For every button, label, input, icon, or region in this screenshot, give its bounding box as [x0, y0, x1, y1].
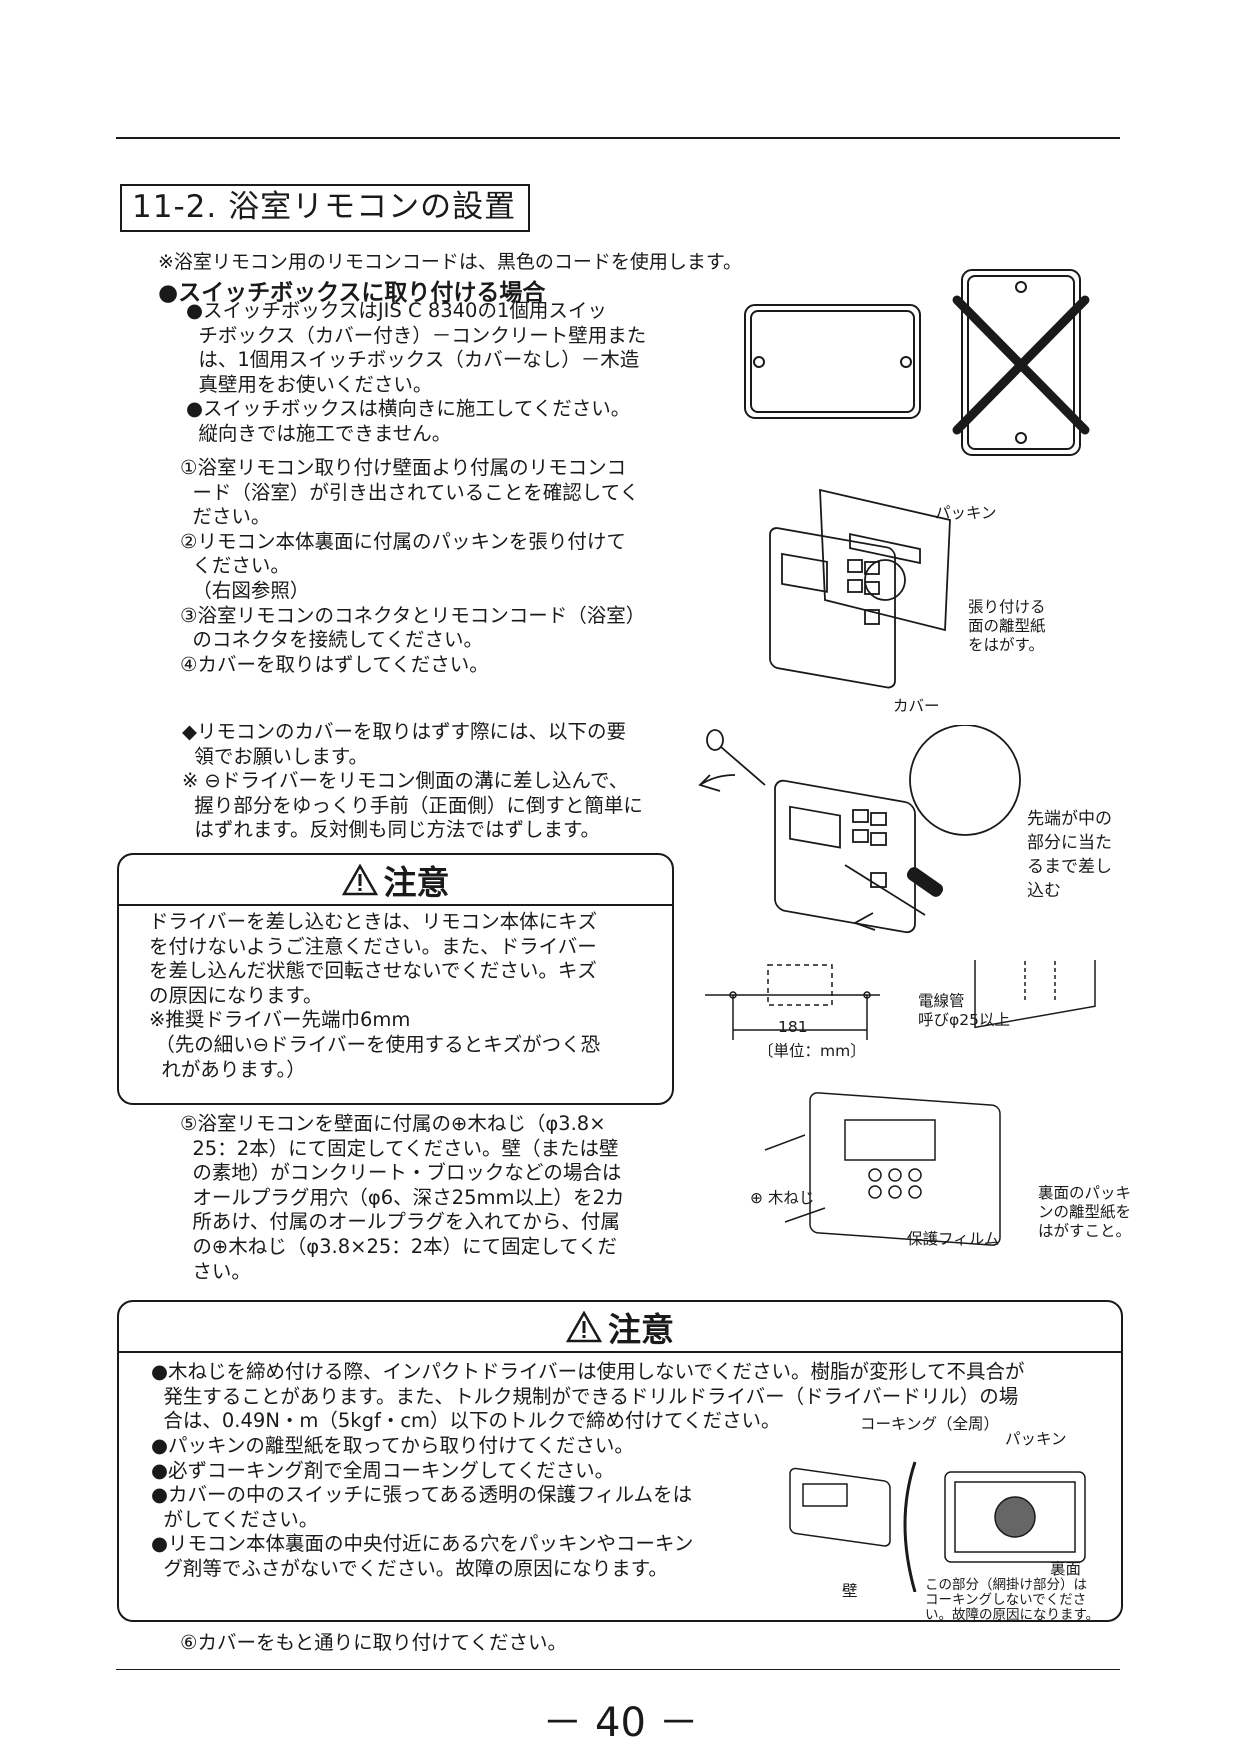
label-wood-screw: ⊕ 木ねじ	[750, 1189, 815, 1207]
caution-heading-2: 注意	[119, 1302, 1121, 1353]
switch-box-figure	[744, 269, 1090, 456]
label-release-paper: 張り付ける 面の離型紙 をはがす。	[968, 598, 1046, 654]
caution-title-2: 注意	[608, 1309, 674, 1349]
caulking-figure	[789, 1461, 1086, 1592]
warning-icon	[341, 863, 378, 895]
label-dimension: 181	[778, 1018, 808, 1036]
label-conduit: 電線管 呼びφ25以上	[918, 992, 1010, 1029]
warning-icon	[566, 1310, 602, 1342]
label-packing: パッキン	[935, 504, 997, 522]
section-title: 11-2. 浴室リモコンの設置	[120, 184, 531, 232]
installation-figure	[705, 960, 1096, 1246]
packing-figure	[769, 488, 951, 689]
label-protect-film: 保護フィルム	[907, 1230, 1000, 1248]
label-back: 裏面	[1050, 1560, 1082, 1578]
intro-note: ※浴室リモコン用のリモコンコードは、黒色のコードを使用します。	[158, 251, 743, 273]
procedure-block-3: ◆リモコンのカバーを取りはずす際には、以下の要 領でお願いします。 ※ ⊖ドライ…	[182, 720, 643, 842]
procedure-block-4: ⑤浴室リモコンを壁面に付属の⊕木ねじ（φ3.8× 25：2本）にて固定してくださ…	[180, 1112, 625, 1283]
label-tip-insert: 先端が中の 部分に当た るまで差し 込む	[1027, 809, 1112, 901]
procedure-block-1: ●スイッチボックスはJIS C 8340の1個用スイッ チボックス（カバー付き）…	[186, 299, 647, 445]
label-cover: カバー	[893, 697, 940, 715]
procedure-block-2: ①浴室リモコン取り付け壁面より付属のリモコンコ ード（浴室）が引き出されているこ…	[180, 456, 646, 676]
horizontal-switch-box	[744, 304, 921, 419]
caution-body-1: ドライバーを差し込むときは、リモコン本体にキズ を付けないようご注意ください。ま…	[149, 910, 601, 1081]
screwdriver-figure	[698, 725, 1021, 934]
caution-body-2-top: ●木ねじを締め付ける際、インパクトドライバーは使用しないでください。樹脂が変形し…	[151, 1360, 1025, 1433]
bottom-rule	[116, 1669, 1120, 1670]
label-wall: 壁	[842, 1582, 858, 1600]
label-back-packing: 裏面のパッキ ンの離型紙を はがすこと。	[1038, 1184, 1132, 1240]
label-caulking: コーキング（全周）	[860, 1415, 1000, 1433]
procedure-step-6: ⑥カバーをもと通りに取り付けてください。	[180, 1631, 568, 1654]
top-rule	[116, 137, 1120, 139]
caution-title-1: 注意	[383, 862, 450, 902]
caution-heading-1: 注意	[119, 855, 672, 906]
caution-box-2: 注意 ●木ねじを締め付ける際、インパクトドライバーは使用しないでください。樹脂が…	[117, 1300, 1123, 1622]
label-unit: 〔単位：mm〕	[758, 1042, 866, 1060]
page-number: － 40 －	[542, 1700, 699, 1746]
label-mesh-note: この部分（網掛け部分）は コーキングしないでくださ い。故障の原因になります。	[925, 1577, 1100, 1623]
heading: ●スイッチボックスに取り付ける場合	[158, 280, 546, 306]
vertical-switch-box	[961, 269, 1081, 456]
label-packing-2: パッキン	[1005, 1430, 1067, 1448]
cross-mark-icon	[952, 295, 1090, 435]
caution-body-2-bottom: ●パッキンの離型紙を取ってから取り付けてください。 ●必ずコーキング剤で全周コー…	[151, 1434, 694, 1580]
caution-box-1: 注意 ドライバーを差し込むときは、リモコン本体にキズ を付けないようご注意くださ…	[117, 853, 674, 1105]
